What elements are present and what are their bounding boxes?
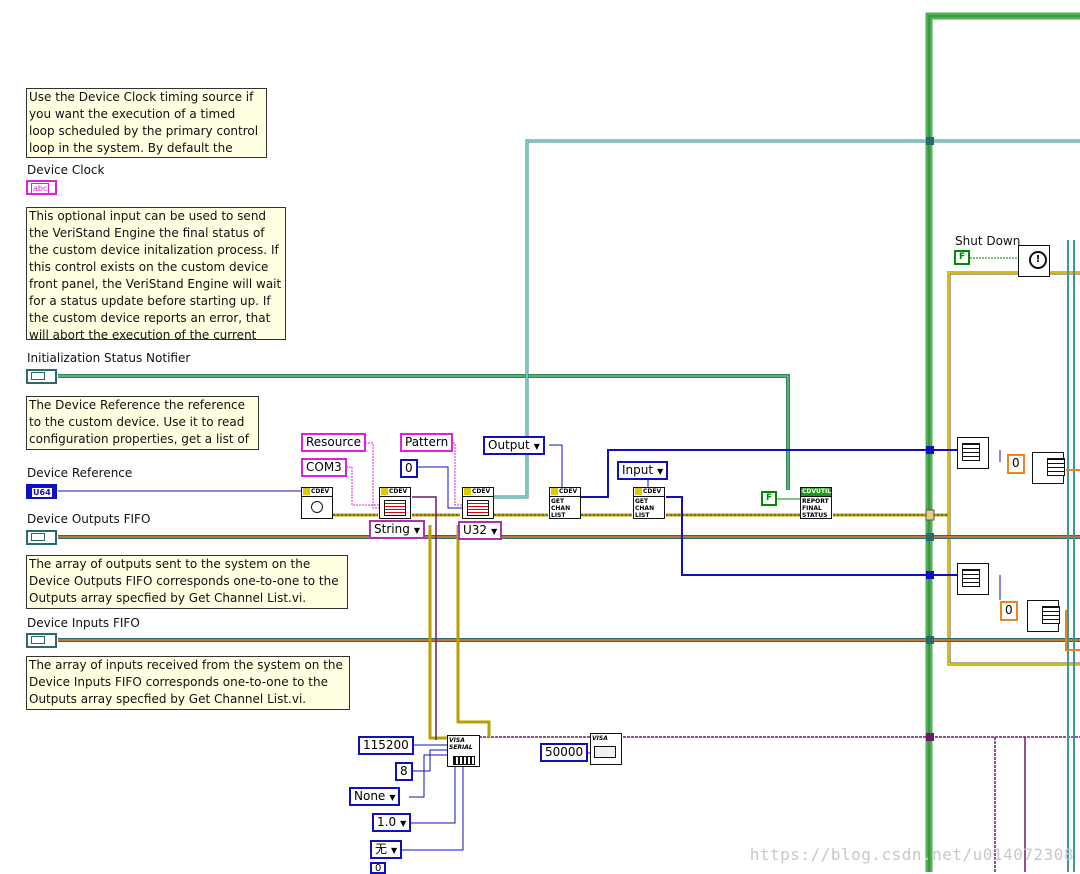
build-array-node-top[interactable] — [1032, 452, 1065, 484]
inputs-fifo-note: The array of inputs received from the sy… — [26, 656, 350, 710]
device-outputs-fifo-label: Device Outputs FIFO — [27, 512, 151, 526]
device-reference-note: The Device Reference the reference to th… — [26, 396, 259, 450]
zero-constant-b[interactable]: 0 — [1007, 454, 1025, 474]
device-clock-label: Device Clock — [27, 163, 105, 177]
ring-arrow-icon: ▼ — [391, 846, 398, 855]
index-array-node-bottom[interactable] — [957, 563, 989, 595]
cdev-header: CDEV — [302, 488, 332, 497]
stop-event-node[interactable]: ! — [1018, 245, 1050, 277]
u32-type-value: U32 — [463, 523, 488, 537]
data-bits-constant[interactable]: 8 — [395, 762, 413, 781]
index-array-node-top[interactable] — [957, 437, 989, 469]
device-outputs-fifo-terminal[interactable] — [26, 530, 57, 545]
report-final-status-label: REPORT FINAL STATUS — [802, 498, 829, 519]
fifo-icon — [31, 636, 45, 644]
parity-value: None — [354, 789, 386, 803]
com3-constant[interactable]: COM3 — [301, 458, 347, 477]
input-ring-constant[interactable]: Input▼ — [617, 461, 669, 480]
device-reference-terminal[interactable]: U64 — [26, 484, 57, 499]
output-ring-constant[interactable]: Output▼ — [483, 436, 545, 455]
ring-arrow-icon: ▼ — [400, 819, 407, 828]
cdev-read-pattern-node[interactable]: CDEV — [462, 487, 494, 519]
list-icon — [384, 500, 406, 516]
input-ring-value: Input — [622, 463, 654, 477]
timeout-constant[interactable]: 50000 — [540, 743, 589, 762]
array-build-icon — [1042, 606, 1060, 624]
device-inputs-fifo-terminal[interactable] — [26, 633, 57, 648]
device-clock-terminal[interactable]: abc — [26, 180, 57, 195]
device-reference-label: Device Reference — [27, 466, 133, 480]
cdev-header: CDEV — [463, 488, 493, 497]
cdev-header: CDEV — [550, 488, 580, 497]
visa-serial-label: VISA SERIAL — [449, 737, 473, 751]
zero-constant[interactable]: 0 — [400, 459, 418, 478]
flow-control-constant[interactable]: 无▼ — [370, 840, 403, 859]
array-icon — [962, 443, 980, 461]
device-inputs-fifo-label: Device Inputs FIFO — [27, 616, 140, 630]
baud-rate-constant[interactable]: 115200 — [358, 736, 414, 755]
init-status-note: This optional input can be used to send … — [26, 207, 286, 340]
output-ring-value: Output — [488, 438, 530, 452]
device-clock-note: Use the Device Clock timing source if yo… — [26, 88, 267, 158]
report-final-status-node[interactable]: CDVUTIL REPORT FINAL STATUS — [800, 487, 832, 519]
init-status-notifier-label: Initialization Status Notifier — [27, 351, 191, 365]
cdev-read-resource-node[interactable]: CDEV — [379, 487, 411, 519]
outputs-fifo-note: The array of outputs sent to the system … — [26, 555, 348, 609]
abc-tag: abc — [31, 183, 50, 194]
zero-constant-c[interactable]: 0 — [1000, 601, 1018, 621]
string-type-value: String — [374, 522, 410, 536]
timed-loop-frame — [925, 12, 1080, 872]
fifo-icon — [31, 533, 45, 541]
shut-down-false-constant[interactable]: F — [954, 250, 971, 265]
partial-constant[interactable]: 0 — [370, 862, 387, 874]
notifier-icon — [31, 372, 45, 380]
shut-down-label: Shut Down — [955, 234, 1021, 248]
exclamation-icon: ! — [1029, 251, 1047, 269]
property-icon — [311, 501, 323, 513]
build-array-node-bottom[interactable] — [1027, 600, 1060, 632]
pattern-constant[interactable]: Pattern — [400, 433, 454, 452]
init-status-notifier-terminal[interactable] — [26, 369, 57, 384]
list-icon — [467, 500, 489, 516]
get-chan-list-label: GET CHAN LIST — [635, 498, 655, 519]
parity-constant[interactable]: None▼ — [349, 787, 401, 806]
visa-device-icon — [594, 746, 616, 758]
cdev-get-property-node[interactable]: CDEV — [301, 487, 333, 519]
watermark: https://blog.csdn.net/u014072308 — [749, 845, 1074, 864]
cdev-header: CDEV — [380, 488, 410, 497]
visa-label: VISA — [592, 735, 608, 742]
ring-arrow-icon: ▼ — [413, 526, 420, 535]
ring-arrow-icon: ▼ — [657, 467, 664, 476]
u32-type-constant[interactable]: U32▼ — [458, 521, 503, 540]
false-constant[interactable]: F — [761, 491, 778, 506]
ring-arrow-icon: ▼ — [491, 527, 498, 536]
get-chan-list-output-node[interactable]: CDEV GET CHAN LIST — [549, 487, 581, 519]
string-type-constant[interactable]: String▼ — [369, 520, 425, 539]
visa-timeout-node[interactable]: VISA — [590, 733, 622, 765]
stop-bits-constant[interactable]: 1.0▼ — [372, 813, 412, 832]
get-chan-list-input-node[interactable]: CDEV GET CHAN LIST — [633, 487, 665, 519]
array-build-icon — [1047, 458, 1065, 476]
get-chan-list-label: GET CHAN LIST — [551, 498, 571, 519]
cdev-header: CDEV — [634, 488, 664, 497]
array-icon — [962, 569, 980, 587]
u64-tag: U64 — [31, 487, 53, 498]
cdvutil-header: CDVUTIL — [801, 488, 832, 497]
stop-bits-value: 1.0 — [377, 815, 397, 829]
flow-control-value: 无 — [375, 842, 388, 856]
ring-arrow-icon: ▼ — [389, 793, 396, 802]
ring-arrow-icon: ▼ — [533, 442, 540, 451]
visa-configure-serial-node[interactable]: VISA SERIAL — [447, 735, 480, 767]
serial-port-icon — [452, 756, 475, 765]
resource-constant[interactable]: Resource — [301, 433, 367, 452]
